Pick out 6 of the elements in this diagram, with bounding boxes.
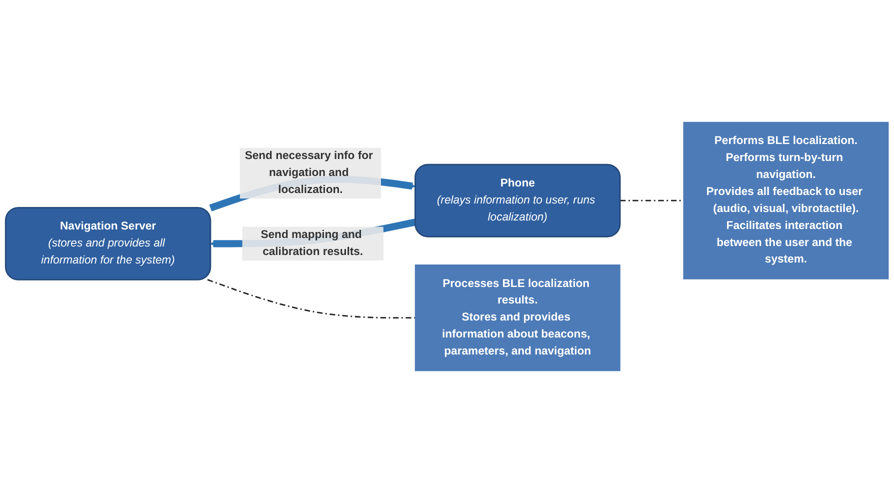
node-box: Processes BLE localization results. Stores and provides information about beacons, parameters, and navigation bbox=[414, 264, 620, 372]
node-box: Performs BLE localization. Performs turn-by-turn navigation. Provides all feedback to user (audio, visual, vibrotactile). Facilitates interaction between the user and the system. bbox=[683, 122, 889, 280]
node-box: Navigation Server (stores and provides all information for the system) bbox=[4, 206, 212, 280]
edge-label: Send necessary info for navigation and localization. bbox=[244, 150, 373, 196]
edge-label: Send mapping and calibration results. bbox=[260, 228, 364, 258]
node-box: Phone (relays information to user, runs localization) bbox=[414, 164, 621, 238]
